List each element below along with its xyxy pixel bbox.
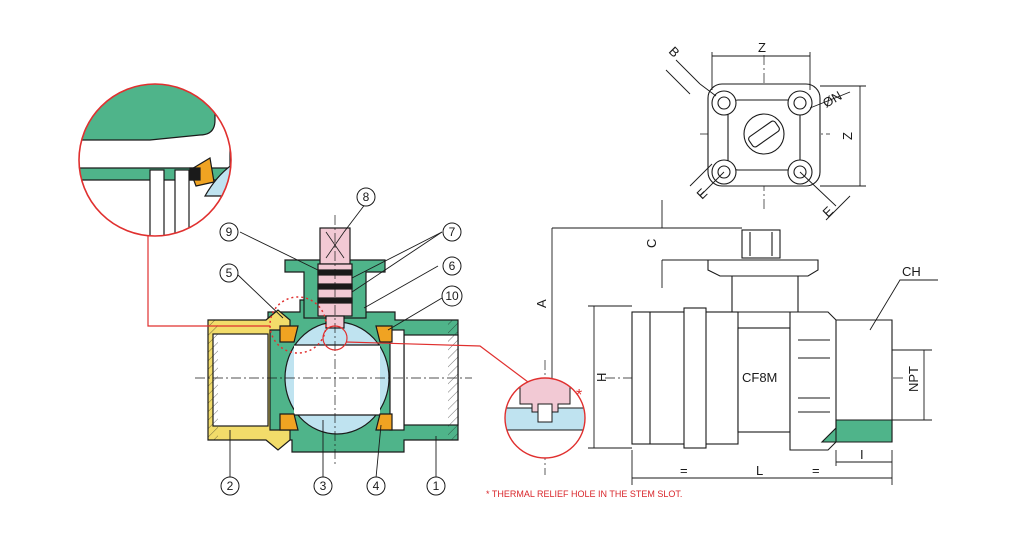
dim-on: ØN <box>820 88 844 111</box>
dim-eq-right: = <box>812 463 820 478</box>
callout-5: 5 <box>219 263 239 283</box>
dim-l: L <box>756 463 763 478</box>
relief-hole-detail: * <box>504 377 586 459</box>
dim-i: I <box>860 447 864 462</box>
seat-right-bottom <box>375 413 393 431</box>
dim-h: H <box>594 373 609 382</box>
detail-marker <box>269 296 327 354</box>
callout-10: 10 <box>441 285 463 307</box>
callout-2: 2 <box>220 476 240 496</box>
detail-leader <box>147 232 270 327</box>
svg-text:5: 5 <box>226 266 233 280</box>
seat-left-top <box>279 325 299 343</box>
side-view <box>631 229 893 451</box>
stem-detail-marker <box>322 325 348 351</box>
bolt-hole-tr <box>787 90 813 116</box>
bolt-hole-tl <box>711 90 737 116</box>
callout-6: 6 <box>442 256 462 276</box>
dim-a: A <box>534 299 549 308</box>
svg-text:8: 8 <box>363 190 370 204</box>
thermal-relief-note: * THERMAL RELIEF HOLE IN THE STEM SLOT. <box>486 489 682 499</box>
callout-8: 8 <box>356 187 376 207</box>
callout-1: 1 <box>426 476 446 496</box>
callout-leaders <box>229 202 443 479</box>
dim-z-side: Z <box>840 132 855 140</box>
stem-leader <box>345 341 529 383</box>
svg-text:3: 3 <box>320 479 327 493</box>
stem-top <box>741 229 781 259</box>
side-view-dims <box>551 200 938 485</box>
body-center <box>737 327 791 433</box>
body-mark-cf8m: CF8M <box>742 370 777 385</box>
svg-text:7: 7 <box>449 225 456 239</box>
svg-text:4: 4 <box>373 479 380 493</box>
top-view-flange <box>707 83 821 187</box>
dim-b: B <box>666 44 683 61</box>
svg-text:10: 10 <box>445 289 459 303</box>
asterisk: * <box>576 387 582 404</box>
seat-left-bottom <box>279 413 299 431</box>
callout-3: 3 <box>313 476 333 496</box>
dim-z-top: Z <box>758 40 766 55</box>
svg-text:9: 9 <box>226 225 233 239</box>
callout-9: 9 <box>219 222 239 242</box>
dim-c: C <box>644 239 659 248</box>
seal-detail <box>78 83 232 237</box>
dim-ch: CH <box>902 264 921 279</box>
dim-eq-left: = <box>680 463 688 478</box>
neck <box>731 275 799 313</box>
callout-7: 7 <box>442 222 462 242</box>
top-flange <box>707 259 819 277</box>
dim-npt: NPT <box>906 366 921 392</box>
svg-text:2: 2 <box>227 479 234 493</box>
top-view-dims <box>665 52 866 221</box>
svg-text:1: 1 <box>433 479 440 493</box>
section-view <box>207 227 459 453</box>
svg-text:6: 6 <box>449 259 456 273</box>
callout-4: 4 <box>366 476 386 496</box>
